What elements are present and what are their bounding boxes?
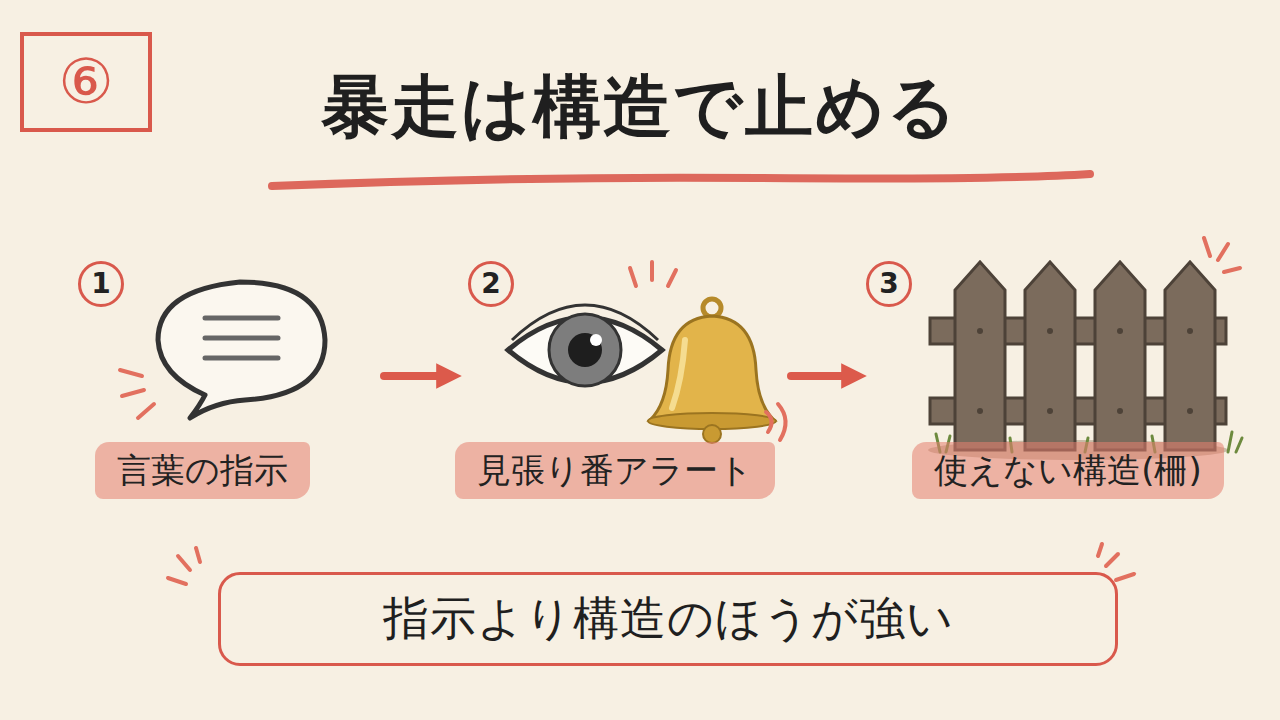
section-badge: ⑥ [20, 32, 152, 132]
conclusion-box: 指示より構造のほうが強い [218, 572, 1118, 666]
speech-bubble-icon [120, 282, 325, 418]
flow-arrow [384, 372, 449, 380]
step-number: 2 [481, 270, 500, 298]
accent-ticks [168, 544, 1134, 584]
title: 暴走は構造で止める [0, 62, 1280, 153]
flow-arrow [791, 372, 854, 380]
step-number-circle: 1 [78, 261, 124, 307]
step-label: 見張り番アラート [455, 442, 775, 499]
step-group: 見張り番アラート 2 [455, 250, 785, 520]
eye-icon [508, 305, 662, 386]
conclusion-text: 指示より構造のほうが強い [383, 591, 954, 646]
step-number: 1 [91, 270, 110, 298]
step-label: 言葉の指示 [95, 442, 310, 499]
step-number-circle: 3 [866, 261, 912, 307]
step-number: 3 [879, 270, 898, 298]
step-number-circle: 2 [468, 261, 514, 307]
section-number: ⑥ [58, 51, 114, 113]
title-underline [272, 174, 1090, 186]
step-label: 使えない構造(柵) [912, 442, 1224, 499]
step-group: 言葉の指示 1 [60, 250, 378, 520]
bell-icon [630, 262, 786, 443]
step-group: 使えない構造(柵) 3 [860, 250, 1262, 520]
fence-icon [928, 238, 1242, 460]
